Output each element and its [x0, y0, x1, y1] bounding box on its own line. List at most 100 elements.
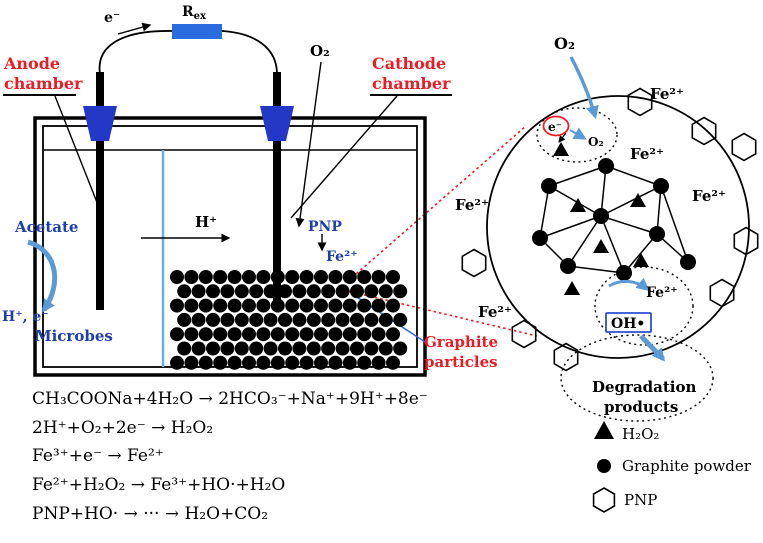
pnp-hexagon — [691, 116, 717, 146]
electron-label: e⁻ — [104, 10, 120, 26]
pnp-reactor-label: PNP — [308, 219, 342, 235]
legend-pnp-label: PNP — [624, 491, 657, 509]
graphite-particle — [270, 270, 285, 284]
anode-chamber-label-line1: Anode — [3, 54, 60, 73]
graphite-particle — [285, 270, 300, 284]
network-bond — [600, 185, 662, 217]
graphite-particle — [292, 312, 307, 327]
degradation-products-ellipse — [560, 334, 714, 422]
anode-stopper — [83, 106, 117, 141]
h2o2-triangle — [593, 239, 609, 253]
graphite-particle — [350, 341, 364, 356]
zoom-cone-lower-line — [347, 290, 538, 337]
graphite-particle — [299, 270, 314, 284]
graphite-particle — [314, 327, 328, 342]
graphite-particle — [213, 355, 228, 370]
pnp-hexagon — [733, 226, 759, 256]
graphite-particle — [198, 298, 213, 313]
graphite-particle — [184, 298, 199, 313]
network-bond — [539, 185, 550, 239]
fe2-label-top-right: Fe²⁺ — [650, 85, 684, 103]
equation-h2o2-formation: 2H⁺+O₂+2e⁻ → H₂O₂ — [32, 418, 213, 438]
h2o2-triangle — [633, 253, 649, 267]
graphite-powder-dot — [532, 230, 548, 246]
electron-flow-arrow — [117, 22, 152, 35]
graphite-particle — [342, 327, 357, 342]
graphite-particle — [299, 327, 314, 342]
graphite-particle — [198, 327, 213, 342]
rex-subscript: ex — [194, 11, 207, 22]
zoom-cone-upper-line — [347, 125, 527, 282]
fe2-label-center: Fe²⁺ — [630, 145, 664, 163]
graphite-particle — [191, 284, 206, 299]
pnp-hexagon — [511, 319, 537, 349]
graphite-particle — [306, 341, 321, 356]
acetate-feed-arrow — [27, 239, 58, 313]
graphite-particle — [213, 270, 228, 284]
graphite-powder-dot — [541, 178, 557, 194]
pnp-hexagon — [709, 278, 735, 308]
rex-label: Rex — [182, 4, 207, 22]
graphite-particle — [242, 327, 256, 342]
cathode-pointer-line — [290, 95, 398, 219]
legend-graphite-circle-icon — [597, 459, 611, 473]
graphite-particle — [198, 270, 213, 284]
graphite-particle — [270, 298, 285, 313]
graphite-particle — [357, 270, 372, 284]
graphite-particle — [177, 312, 192, 327]
graphite-particle — [371, 355, 386, 370]
graphite-particle — [342, 270, 357, 284]
graphite-particle — [191, 312, 206, 327]
graphite-particle — [364, 284, 379, 299]
pnp-hexagon — [461, 248, 487, 278]
graphite-particle — [198, 355, 213, 370]
graphite-particle — [328, 298, 343, 313]
graphite-particle — [170, 298, 184, 313]
graphite-particle — [227, 270, 242, 284]
graphite-particle-bed — [170, 270, 408, 370]
rex-base: R — [182, 4, 194, 20]
network-bond — [539, 215, 602, 239]
graphite-particle — [234, 284, 249, 299]
o2-sparge-arrow — [295, 61, 322, 228]
o2-top-label: O₂ — [554, 34, 575, 53]
equation-pnp-mineralization: PNP+HO· → ··· → H₂O+CO₂ — [32, 504, 268, 524]
graphite-particle — [285, 298, 300, 313]
graphite-particle — [321, 284, 336, 299]
fe2-label-lower: Fe²⁺ — [646, 285, 678, 301]
network-bond — [548, 165, 607, 187]
graphite-particle — [350, 284, 364, 299]
graphite-particle — [386, 355, 400, 370]
graphite-particle — [292, 341, 307, 356]
graphite-particle — [328, 270, 343, 284]
graphite-particle — [227, 355, 242, 370]
network-bond — [656, 185, 662, 235]
graphite-particle — [263, 341, 278, 356]
o2-small-label: O₂ — [588, 135, 604, 149]
graphite-powder-dot — [649, 226, 665, 242]
graphite-particle — [328, 355, 343, 370]
graphite-particle — [278, 312, 292, 327]
graphite-particle — [292, 284, 307, 299]
graphite-particle — [170, 355, 184, 370]
electron-highlight-circle — [542, 115, 570, 137]
legend-h2o2-triangle-icon — [594, 421, 614, 439]
graphite-particle — [206, 284, 220, 299]
graphite-particle — [184, 355, 199, 370]
network-bond — [623, 233, 658, 274]
pnp-hexagon — [627, 87, 653, 117]
graphite-particle — [386, 298, 400, 313]
graphite-particle — [191, 341, 206, 356]
h-plus-label: H⁺ — [195, 213, 217, 231]
h2o2-triangle — [570, 198, 586, 212]
cathode-chamber-label-line1: Cathode — [372, 54, 446, 73]
graphite-powder-dot — [560, 258, 576, 274]
equation-fe3-reduction: Fe³⁺+e⁻ → Fe²⁺ — [32, 446, 164, 466]
graphite-particle — [242, 355, 256, 370]
graphite-particle — [213, 298, 228, 313]
fe2-label-bottom-left: Fe²⁺ — [478, 303, 512, 321]
graphite-particle — [321, 312, 336, 327]
anode-chamber-label-line2: chamber — [4, 74, 83, 93]
